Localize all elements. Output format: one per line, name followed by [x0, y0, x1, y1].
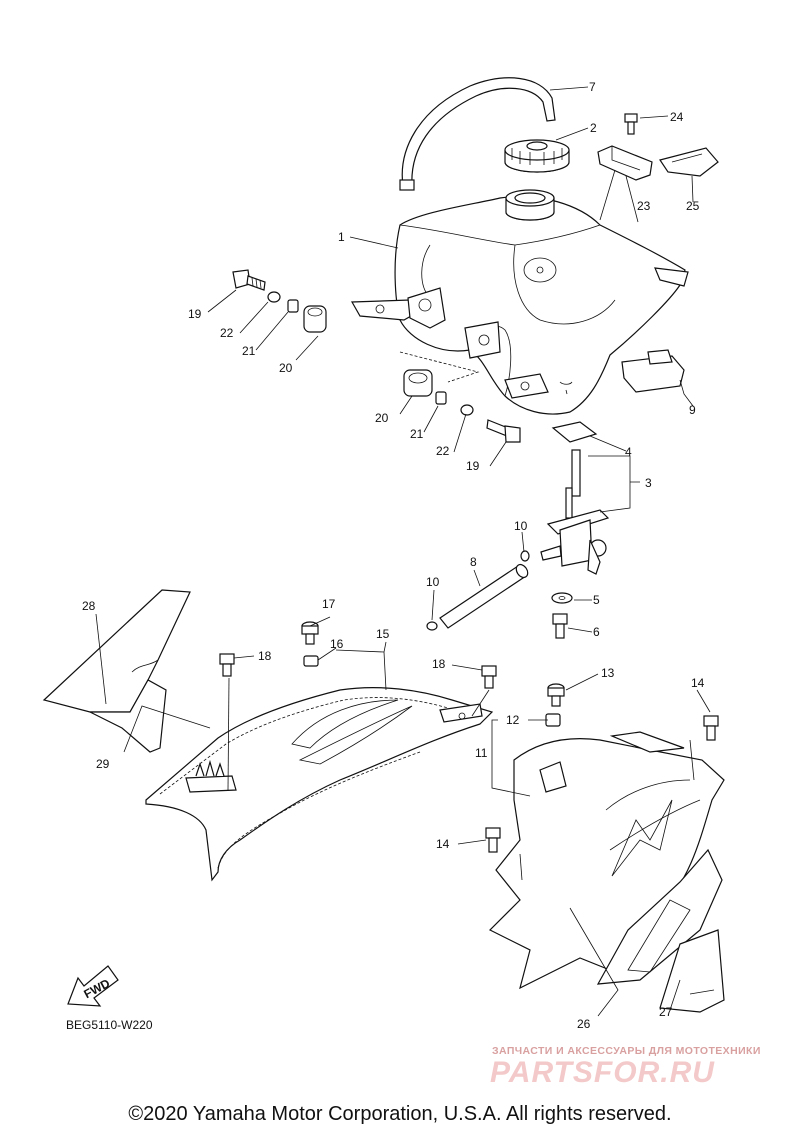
screw-18-right[interactable] [481, 665, 497, 689]
callout-18-left: 18 [258, 649, 272, 663]
side-cover-15[interactable] [145, 687, 494, 882]
callout-9: 9 [689, 403, 696, 417]
callout-14-upper: 14 [691, 676, 705, 690]
fuel-cock[interactable] [540, 421, 610, 575]
damper-20-upper[interactable] [303, 305, 327, 333]
callout-20-upper: 20 [279, 361, 293, 375]
collar-12[interactable] [545, 713, 561, 727]
washer-22-lower[interactable] [460, 404, 474, 416]
callout-10-lower: 10 [426, 575, 440, 589]
side-cover-11[interactable] [488, 731, 725, 990]
watermark-logo: PARTSFOR.RU [490, 1056, 715, 1089]
callout-11: 11 [475, 746, 488, 760]
callout-19-upper: 19 [188, 307, 202, 321]
callout-28: 28 [82, 599, 96, 613]
callout-23: 23 [637, 199, 651, 213]
clip-10-lower[interactable] [426, 621, 438, 631]
callout-12: 12 [506, 713, 520, 727]
callout-20-lower: 20 [375, 411, 389, 425]
callout-27: 27 [659, 1005, 673, 1019]
screw-18-left[interactable] [219, 653, 235, 677]
callout-29: 29 [96, 757, 110, 771]
callout-5: 5 [593, 593, 600, 607]
copyright-notice: ©2020 Yamaha Motor Corporation, U.S.A. A… [128, 1103, 672, 1125]
clamp-25[interactable] [659, 147, 719, 177]
callout-17: 17 [322, 597, 336, 611]
callout-26: 26 [577, 1017, 591, 1031]
callout-2: 2 [590, 121, 597, 135]
callout-21-upper: 21 [242, 344, 256, 358]
callout-15: 15 [376, 627, 390, 641]
collar-21-upper[interactable] [287, 299, 299, 313]
callout-13: 13 [601, 666, 615, 680]
collar-21-lower[interactable] [435, 391, 447, 405]
callout-6: 6 [593, 625, 600, 639]
graphic-29[interactable] [89, 679, 167, 753]
watermark-tagline: ЗАПЧАСТИ И АКСЕССУАРЫ ДЛЯ МОТОТЕХНИКИ [492, 1045, 761, 1057]
graphic-28[interactable] [42, 589, 191, 713]
bolt-13[interactable] [547, 683, 565, 707]
callout-22-lower: 22 [436, 444, 450, 458]
washer-5[interactable] [551, 592, 573, 604]
fwd-arrow-icon: FWD [67, 965, 119, 1007]
callout-8: 8 [470, 555, 477, 569]
diagram-code: BEG5110-W220 [66, 1018, 153, 1032]
callout-22-upper: 22 [220, 326, 234, 340]
bracket-23[interactable] [597, 145, 653, 181]
damper-9[interactable] [621, 349, 685, 393]
callout-4: 4 [625, 445, 632, 459]
bolt-19-lower[interactable] [486, 419, 521, 443]
callout-25: 25 [686, 199, 700, 213]
bolt-17[interactable] [301, 621, 319, 645]
clip-10-upper[interactable] [520, 550, 530, 562]
callout-18-right: 18 [432, 657, 446, 671]
breather-hose[interactable] [399, 77, 556, 191]
callout-7: 7 [589, 80, 596, 94]
callout-16: 16 [330, 637, 344, 651]
callout-24: 24 [670, 110, 684, 124]
callout-labels: 1 2 3 4 5 6 7 8 9 10 10 11 12 13 14 14 1… [82, 80, 705, 1031]
graphic-26[interactable] [596, 848, 723, 985]
callout-1: 1 [338, 230, 345, 244]
gasket-4 [551, 421, 598, 443]
callout-10-upper: 10 [514, 519, 528, 533]
collar-16[interactable] [303, 655, 319, 667]
screw-14-upper[interactable] [703, 715, 719, 741]
screw-6[interactable] [552, 613, 568, 639]
fuel-tank[interactable] [350, 189, 689, 415]
bolt-19-upper[interactable] [232, 269, 266, 291]
fuel-hose-8[interactable] [439, 562, 530, 629]
callout-3: 3 [645, 476, 652, 490]
callout-14-lower: 14 [436, 837, 450, 851]
damper-20-lower[interactable] [403, 369, 433, 397]
callout-21-lower: 21 [410, 427, 424, 441]
fuel-cap[interactable] [504, 139, 570, 173]
callout-19-lower: 19 [466, 459, 480, 473]
screw-14-lower[interactable] [485, 827, 501, 853]
washer-22-upper[interactable] [267, 291, 281, 303]
bolt-24[interactable] [624, 113, 638, 135]
leader-lines [95, 86, 711, 1017]
